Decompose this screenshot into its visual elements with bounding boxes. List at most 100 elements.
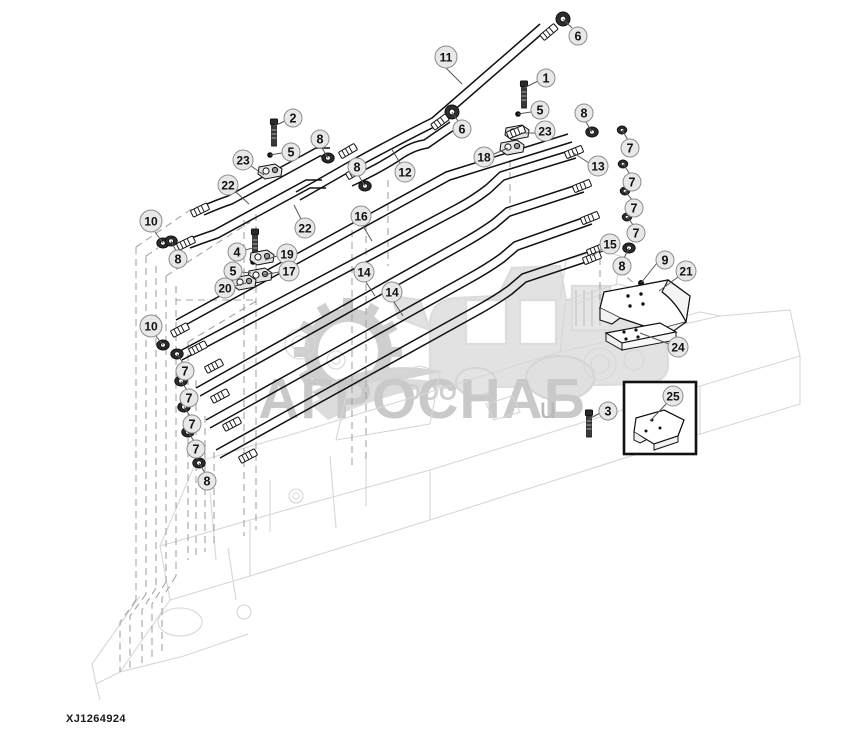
callout-number: 5 <box>537 104 544 118</box>
callout-18[interactable]: 18 <box>473 146 495 168</box>
callout-bubble[interactable] <box>227 242 247 262</box>
callout-bubble[interactable] <box>624 198 644 218</box>
callout-5[interactable]: 5 <box>530 100 550 120</box>
callout-6[interactable]: 6 <box>568 26 588 46</box>
callout-7[interactable]: 7 <box>186 439 206 459</box>
callout-bubble[interactable] <box>587 155 609 177</box>
callout-15[interactable]: 15 <box>599 233 621 255</box>
callout-bubble[interactable] <box>232 149 254 171</box>
callout-bubble[interactable] <box>530 100 550 120</box>
callout-bubble[interactable] <box>278 260 300 282</box>
callout-bubble[interactable] <box>655 250 675 270</box>
callout-bubble[interactable] <box>179 388 199 408</box>
callout-21[interactable]: 21 <box>675 260 697 282</box>
callout-6[interactable]: 6 <box>452 119 472 139</box>
callout-bubble[interactable] <box>452 119 472 139</box>
callout-bubble[interactable] <box>622 172 642 192</box>
callout-22[interactable]: 22 <box>294 217 316 239</box>
leader-line <box>623 247 630 259</box>
callout-bubble[interactable] <box>394 161 416 183</box>
callout-8[interactable]: 8 <box>574 103 594 123</box>
leader-line <box>321 147 329 159</box>
callout-14[interactable]: 14 <box>353 261 375 283</box>
leader-line <box>624 190 633 201</box>
callout-25[interactable]: 25 <box>662 385 684 407</box>
callout-bubble[interactable] <box>350 205 372 227</box>
callout-bubble[interactable] <box>281 142 301 162</box>
callout-bubble[interactable] <box>217 174 239 196</box>
callout-bubble[interactable] <box>434 45 458 69</box>
callout-number: 22 <box>221 179 235 193</box>
callout-3[interactable]: 3 <box>598 401 618 421</box>
callout-16[interactable]: 16 <box>350 205 372 227</box>
callout-bubble[interactable] <box>214 277 236 299</box>
callout-bubble[interactable] <box>598 401 618 421</box>
callout-7[interactable]: 7 <box>179 388 199 408</box>
callout-8[interactable]: 8 <box>310 129 330 149</box>
callout-8[interactable]: 8 <box>197 471 217 491</box>
callout-17[interactable]: 17 <box>278 260 300 282</box>
callout-number: 7 <box>189 418 196 432</box>
callout-bubble[interactable] <box>223 261 243 281</box>
callout-bubble[interactable] <box>347 157 367 177</box>
callout-7[interactable]: 7 <box>626 223 646 243</box>
callout-bubble[interactable] <box>197 471 217 491</box>
callout-bubble[interactable] <box>534 120 556 142</box>
callout-number: 14 <box>385 286 399 300</box>
callout-11[interactable]: 11 <box>434 45 458 69</box>
callout-5[interactable]: 5 <box>223 261 243 281</box>
callout-bubble[interactable] <box>168 249 188 269</box>
callout-bubble[interactable] <box>473 146 495 168</box>
callout-bubble[interactable] <box>139 209 163 233</box>
callout-bubble[interactable] <box>283 108 303 128</box>
callout-bubble[interactable] <box>662 385 684 407</box>
callout-7[interactable]: 7 <box>620 138 640 158</box>
callout-8[interactable]: 8 <box>347 157 367 177</box>
callout-bubble[interactable] <box>186 439 206 459</box>
callout-12[interactable]: 12 <box>394 161 416 183</box>
callout-bubble[interactable] <box>574 103 594 123</box>
callout-22[interactable]: 22 <box>217 174 239 196</box>
callout-bubble[interactable] <box>667 336 689 358</box>
callout-bubble[interactable] <box>310 129 330 149</box>
callout-bubble[interactable] <box>626 223 646 243</box>
callout-number: 8 <box>175 253 182 267</box>
callout-23[interactable]: 23 <box>232 149 254 171</box>
callout-23[interactable]: 23 <box>534 120 556 142</box>
callout-7[interactable]: 7 <box>624 198 644 218</box>
callout-bubble[interactable] <box>599 233 621 255</box>
callout-7[interactable]: 7 <box>622 172 642 192</box>
callout-10[interactable]: 10 <box>139 209 163 233</box>
callout-9[interactable]: 9 <box>655 250 675 270</box>
callout-bubble[interactable] <box>381 281 403 303</box>
callout-19[interactable]: 19 <box>276 243 298 265</box>
callout-5[interactable]: 5 <box>281 142 301 162</box>
callout-13[interactable]: 13 <box>587 155 609 177</box>
leader-line <box>523 80 539 89</box>
callout-8[interactable]: 8 <box>612 256 632 276</box>
callout-20[interactable]: 20 <box>214 277 236 299</box>
callout-bubble[interactable] <box>294 217 316 239</box>
callout-bubble[interactable] <box>612 256 632 276</box>
callout-bubble[interactable] <box>536 68 556 88</box>
callout-14[interactable]: 14 <box>381 281 403 303</box>
callout-number: 7 <box>631 202 638 216</box>
callout-8[interactable]: 8 <box>168 249 188 269</box>
leader-line <box>170 240 177 252</box>
callout-7[interactable]: 7 <box>175 361 195 381</box>
leader-line <box>658 276 679 292</box>
callout-1[interactable]: 1 <box>536 68 556 88</box>
callout-bubble[interactable] <box>353 261 375 283</box>
callout-bubble[interactable] <box>182 414 202 434</box>
callout-bubble[interactable] <box>568 26 588 46</box>
callout-bubble[interactable] <box>620 138 640 158</box>
callout-bubble[interactable] <box>675 260 697 282</box>
callout-bubble[interactable] <box>139 314 163 338</box>
callout-24[interactable]: 24 <box>667 336 689 358</box>
callout-2[interactable]: 2 <box>283 108 303 128</box>
callout-10[interactable]: 10 <box>139 314 163 338</box>
callout-number: 8 <box>204 475 211 489</box>
callout-7[interactable]: 7 <box>182 414 202 434</box>
callout-4[interactable]: 4 <box>227 242 247 262</box>
callout-bubble[interactable] <box>175 361 195 381</box>
